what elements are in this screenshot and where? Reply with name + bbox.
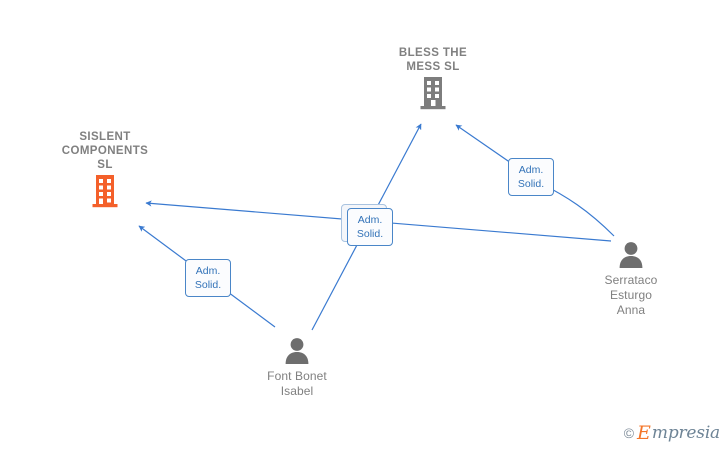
edge-label-serrataco-bless[interactable]: Adm. Solid. xyxy=(508,158,554,196)
node-label-font: Font Bonet Isabel xyxy=(267,369,327,398)
edge-label-font-sislent[interactable]: Adm. Solid. xyxy=(185,259,231,297)
building-icon xyxy=(363,76,503,115)
edge-label-font-bless[interactable]: Adm. Solid. xyxy=(347,208,393,246)
node-person-serrataco[interactable]: Serrataco Esturgo Anna xyxy=(561,238,701,318)
node-label-serrataco: Serrataco Esturgo Anna xyxy=(604,273,658,317)
person-icon xyxy=(227,336,367,369)
node-label-sislent: SISLENT COMPONENTS SL xyxy=(61,131,149,171)
brand-initial: E xyxy=(637,422,651,444)
copyright-icon: © xyxy=(623,424,635,441)
person-icon xyxy=(561,240,701,273)
node-person-font[interactable]: Font Bonet Isabel xyxy=(227,334,367,399)
empresia-watermark: © E mpresia xyxy=(623,422,720,444)
node-company-bless[interactable]: BLESS THE MESS SL xyxy=(363,46,503,115)
brand-name: mpresia xyxy=(651,423,720,443)
node-label-bless: BLESS THE MESS SL xyxy=(398,47,468,73)
building-icon xyxy=(35,174,175,213)
node-company-sislent[interactable]: SISLENT COMPONENTS SL xyxy=(35,130,175,213)
